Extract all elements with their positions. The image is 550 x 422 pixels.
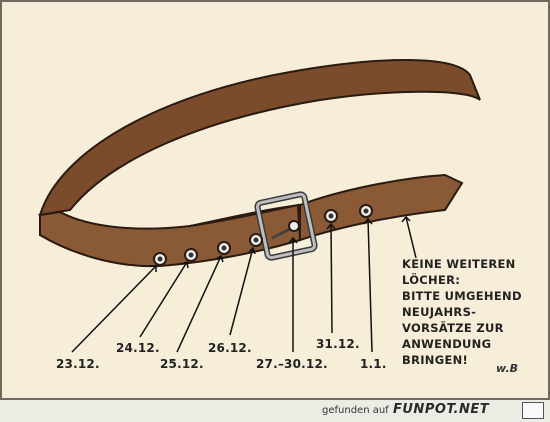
- belt-illustration: [37, 59, 481, 353]
- caption-line: Vorsätze zur: [402, 321, 504, 335]
- badge-icon: [522, 402, 544, 419]
- label-26-12: 26.12.: [208, 341, 252, 355]
- label-25-12: 25.12.: [160, 357, 204, 371]
- label-24-12: 24.12.: [116, 341, 160, 355]
- label-1-1: 1.1.: [360, 357, 387, 371]
- footer-text: gefunden auf: [322, 405, 389, 416]
- label-23-12: 23.12.: [56, 357, 100, 371]
- caption-line: Löcher:: [402, 273, 461, 287]
- caption: Keine weiteren Löcher: Bitte umgehend Ne…: [402, 256, 522, 368]
- belt-front-band: [39, 203, 302, 268]
- belt-back: [38, 59, 481, 217]
- hole-27-30-12: [288, 220, 300, 232]
- funpot-logo[interactable]: FUNPOT.NET: [393, 402, 490, 417]
- caption-line: Anwendung: [402, 337, 492, 351]
- caption-line: Neujahrs-: [402, 305, 477, 319]
- pointer-arrows: [71, 216, 417, 353]
- label-31-12: 31.12.: [316, 337, 360, 351]
- footer-bar: [0, 400, 550, 422]
- caption-line: bringen!: [402, 353, 469, 367]
- artist-signature: w.B: [496, 362, 519, 375]
- caption-line: Keine weiteren: [402, 257, 516, 271]
- belt-tail: [299, 173, 464, 242]
- caption-line: Bitte umgehend: [402, 289, 522, 303]
- label-27-30-12: 27.–30.12.: [256, 357, 328, 371]
